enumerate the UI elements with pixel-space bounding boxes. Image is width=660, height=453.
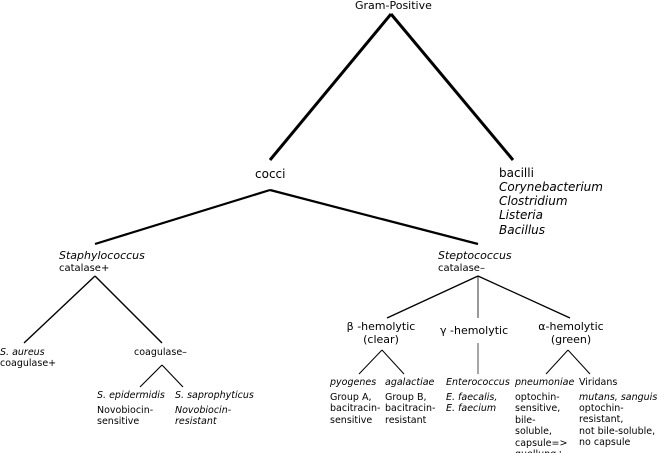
node-bacilli: bacilli [499,166,534,180]
s-saprophyticus-test: Novobiocin- resistant [175,405,232,428]
edge-beta-agalactiae [381,349,405,375]
edge-cocci-staph [94,188,271,246]
staph-catalase-test: catalase+ [59,263,110,274]
pyogenes-test: Group A, bacitracin- sensitive [330,392,381,426]
node-coagulase-negative: coagulase– [134,347,187,358]
bacilli-genus-bacillus: Bacillus [499,223,546,237]
node-staphylococcus: Staphylococcus [59,249,145,262]
edge-cocci-strep [269,188,479,246]
edge-root-bacilli [389,13,515,161]
edge-coagneg-saprophyticus [161,364,184,388]
edge-beta-pyogenes [358,349,383,375]
node-s-aureus: S. aureus [0,347,45,358]
node-alpha-hemolytic: α-hemolytic (green) [538,320,604,347]
strep-catalase-test: catalase– [438,263,485,274]
enterococcus-species: E. faecalis, E. faecium [446,392,498,415]
node-agalactiae: agalactiae [385,377,435,388]
agalactiae-test: Group B, bacitracin- resistant [385,392,436,426]
node-enterococcus: Enterococcus [446,377,510,388]
edge-root-cocci [268,13,393,161]
node-gamma-hemolytic: γ -hemolytic [440,324,509,337]
pneumoniae-test: optochin- sensitive, bile- soluble, caps… [515,392,568,453]
node-pneumoniae: pneumoniae [515,377,575,388]
bacilli-genus-clostridium: Clostridium [499,194,568,208]
viridans-test: optochin- resistant, not bile-soluble, n… [579,403,656,449]
node-s-saprophyticus: S. saprophyticus [175,390,254,401]
edge-strep-alpha [477,275,571,319]
edge-coagneg-epidermidis [139,364,163,388]
s-aureus-test: coagulase+ [0,358,57,369]
s-epidermidis-test: Novobiocin- sensitive [97,405,154,428]
node-beta-hemolytic: β -hemolytic (clear) [346,320,416,347]
node-gram-positive: Gram-Positive [355,0,432,12]
edge-strep-beta [386,275,479,319]
edge-staph-aureus [23,275,96,344]
node-viridans: Viridans [579,377,618,388]
node-s-epidermidis: S. epidermidis [97,390,165,401]
edge-alpha-pneumoniae [545,349,569,375]
edge-alpha-viridans [567,349,591,375]
node-cocci: cocci [255,167,286,181]
edge-staph-coagneg [94,275,163,344]
bacilli-genus-corynebacterium: Corynebacterium [499,180,603,194]
node-streptococcus: Steptococcus [438,249,512,262]
bacilli-genus-listeria: Listeria [499,208,543,222]
node-pyogenes: pyogenes [330,377,377,388]
viridans-species: mutans, sanguis [579,392,658,403]
